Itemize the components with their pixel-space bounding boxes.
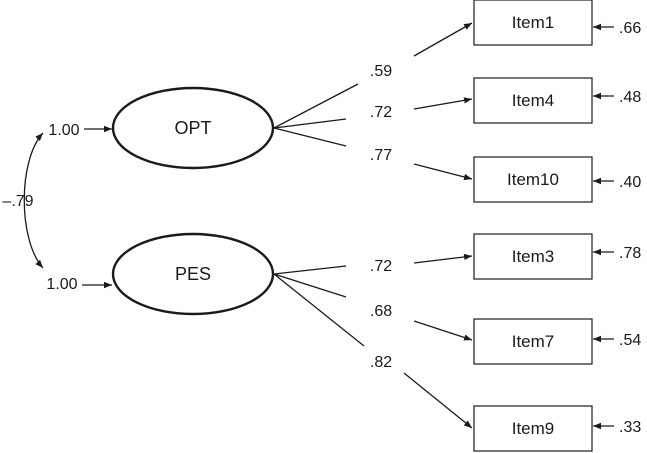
factor-opt: OPT: [111, 86, 275, 170]
loading-line-item9-b: [403, 372, 473, 429]
loading-label-item7: .68: [370, 303, 392, 320]
error-label-item3: .78: [619, 245, 641, 262]
loading-line-item1-a: [273, 83, 359, 129]
factor-correlation-label: –.79: [2, 193, 33, 210]
error-label-item1: .66: [619, 20, 641, 37]
item-box-item10-rect: [473, 156, 593, 203]
factor-opt-label: OPT: [174, 118, 211, 138]
loading-label-item3: .72: [370, 258, 392, 275]
loading-line-item7-a: [273, 273, 347, 298]
item-box-item4-rect: [473, 77, 593, 124]
loading-line-item10-a: [273, 127, 347, 147]
loading-line-item1-b: [413, 22, 473, 57]
item-box-item4: Item4: [473, 77, 593, 124]
pes-variance-label: 1.00: [46, 276, 77, 293]
error-label-item10: .40: [619, 174, 641, 191]
item-box-item1-rect: [473, 0, 593, 46]
factor-pes-ellipse: [111, 232, 275, 316]
loading-line-item3-b: [413, 253, 473, 264]
opt-variance-label: 1.00: [48, 122, 79, 139]
item-box-item4-label: Item4: [512, 91, 555, 110]
loading-paths: [273, 22, 473, 429]
factor-pes-label: PES: [175, 264, 211, 284]
loading-line-item7-b: [413, 320, 473, 341]
loading-line-item10-b: [413, 163, 473, 181]
item-box-item9: Item9: [473, 405, 593, 452]
loading-label-item1: .59: [370, 63, 392, 80]
item-box-item7: Item7: [473, 318, 593, 365]
item-box-item10: Item10: [473, 156, 593, 203]
item-box-item1-label: Item1: [512, 13, 555, 32]
item-box-item9-rect: [473, 405, 593, 452]
loading-label-item9: .82: [370, 354, 392, 371]
factor-correlation-curve: [23, 132, 44, 269]
loading-label-item4: .72: [370, 104, 392, 121]
factor-pes: PES: [111, 232, 275, 316]
item-box-item3: Item3: [473, 233, 593, 280]
item-box-item10-label: Item10: [507, 170, 559, 189]
loading-label-item10: .77: [370, 147, 392, 164]
loading-line-item4-a: [273, 118, 347, 129]
item-box-item3-label: Item3: [512, 247, 555, 266]
error-label-item9: .33: [619, 419, 641, 436]
item-box-item1: Item1: [473, 0, 593, 46]
item-box-item9-label: Item9: [512, 419, 555, 438]
item-box-item7-label: Item7: [512, 332, 555, 351]
item-box-item7-rect: [473, 318, 593, 365]
loading-line-item3-a: [273, 265, 347, 275]
error-label-item7: .54: [619, 332, 641, 349]
error-label-item4: .48: [619, 89, 641, 106]
loading-line-item4-b: [413, 97, 473, 110]
loading-line-item9-a: [273, 273, 365, 347]
item-box-item3-rect: [473, 233, 593, 280]
factor-opt-ellipse: [111, 86, 275, 170]
